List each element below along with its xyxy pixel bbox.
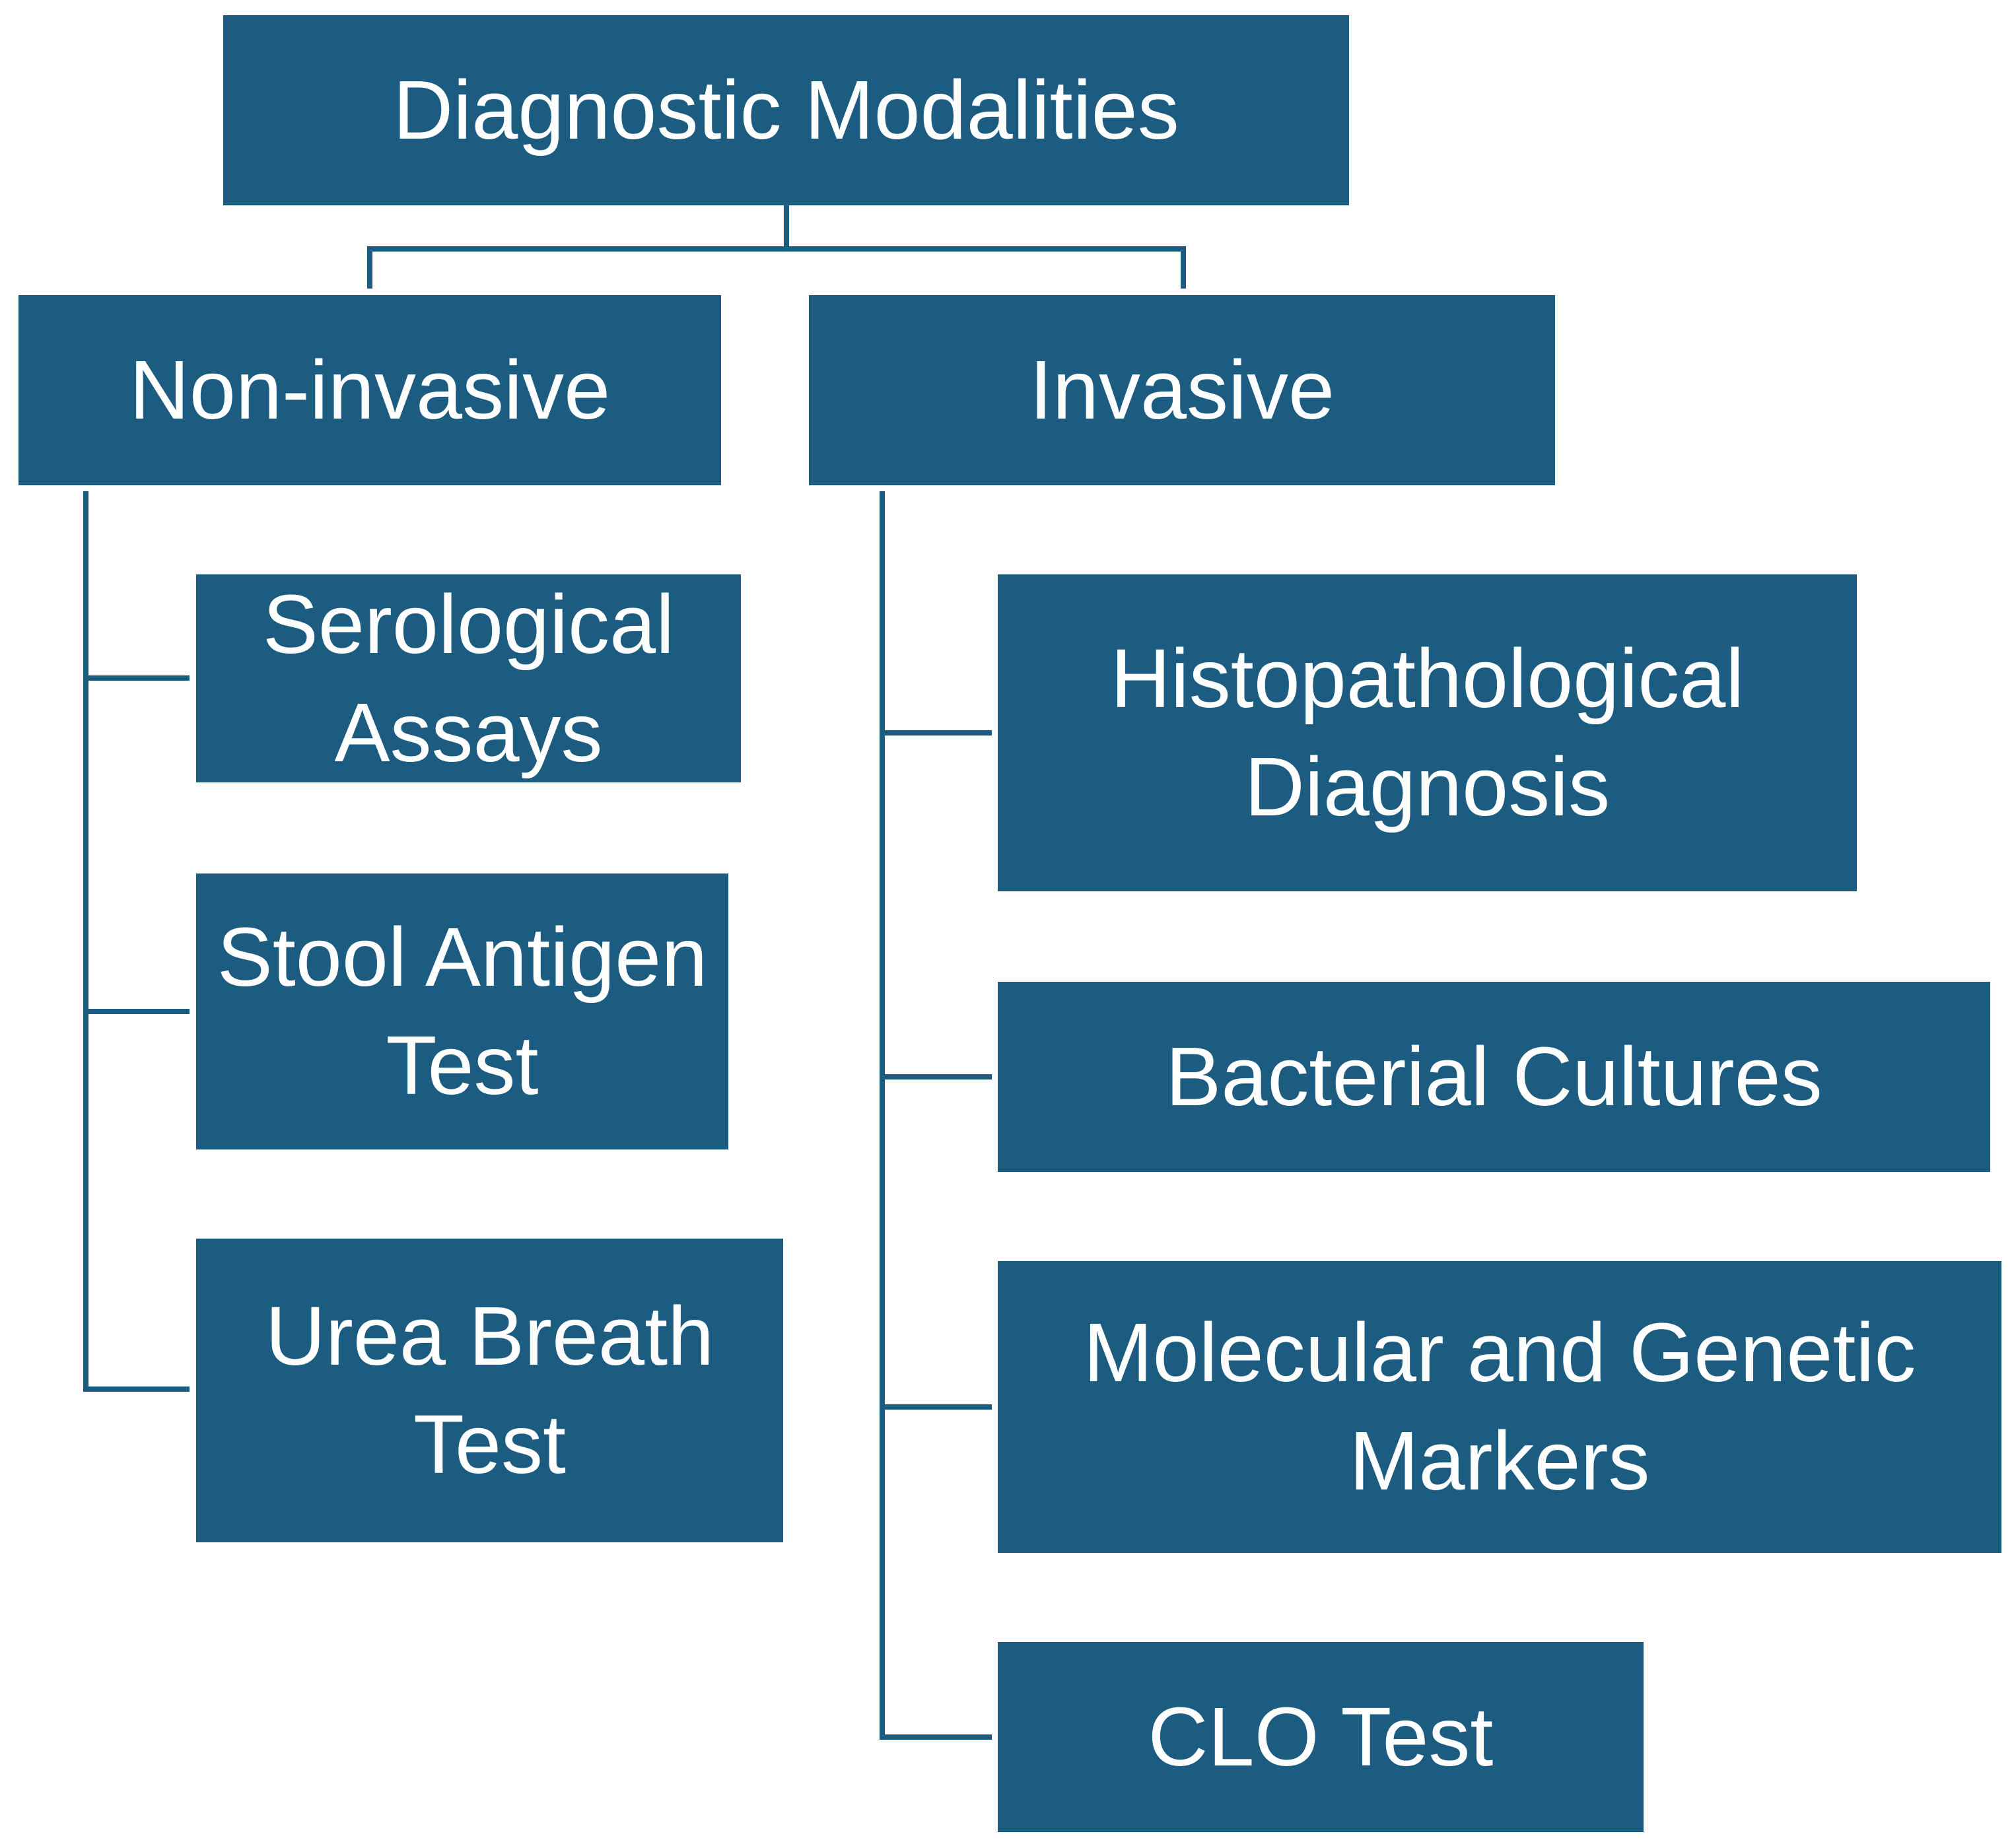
leaf-node-urea-breath-test: Urea Breath Test (196, 1239, 783, 1542)
category-label-non-invasive: Non-invasive (129, 343, 611, 437)
leaf-label: Serological Assays (262, 577, 675, 779)
leaf-node-molecular-and-genetic-markers: Molecular and Genetic Markers (998, 1261, 2001, 1553)
leaf-node-serological-assays: Serological Assays (196, 574, 741, 782)
leaf-label: Urea Breath Test (265, 1289, 714, 1491)
leaf-node-bacterial-cultures: Bacterial Cultures (998, 982, 1990, 1172)
leaf-node-histopathological-diagnosis: Histopathological Diagnosis (998, 574, 1857, 891)
category-node-non-invasive: Non-invasive (18, 295, 721, 485)
leaf-label: Molecular and Genetic Markers (1083, 1306, 1916, 1507)
leaf-node-clo-test: CLO Test (998, 1642, 1644, 1832)
leaf-label: CLO Test (1148, 1690, 1494, 1784)
leaf-label: Bacterial Cultures (1165, 1030, 1823, 1124)
root-to-categories-connector (367, 205, 1186, 289)
non-invasive-connector (83, 491, 190, 1392)
invasive-connector (880, 491, 992, 1740)
leaf-node-stool-antigen-test: Stool Antigen Test (196, 873, 728, 1149)
leaf-label: Stool Antigen Test (217, 910, 708, 1112)
category-label-invasive: Invasive (1029, 343, 1335, 437)
root-node: Diagnostic Modalities (223, 15, 1349, 205)
root-node-label: Diagnostic Modalities (393, 63, 1179, 157)
leaf-label: Histopathological Diagnosis (1110, 632, 1745, 833)
category-node-invasive: Invasive (809, 295, 1555, 485)
